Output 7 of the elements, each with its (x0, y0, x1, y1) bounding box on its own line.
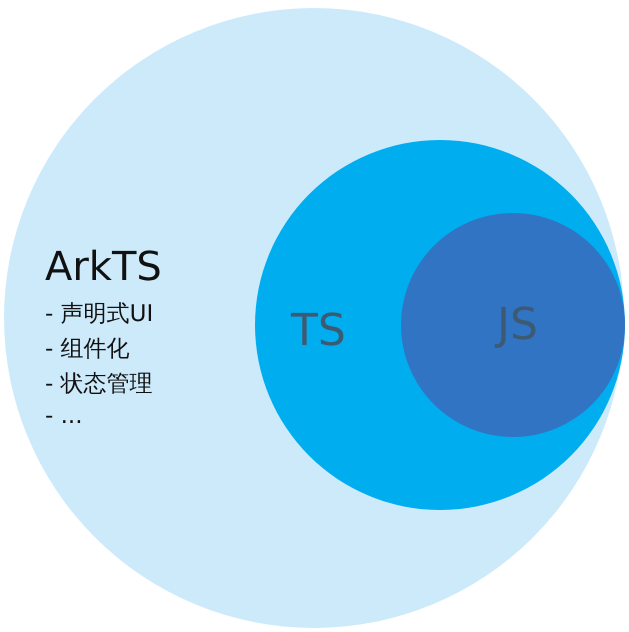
feature-item: - ... (45, 403, 83, 429)
language-label: JS (497, 299, 538, 350)
feature-item: - 声明式UI (45, 300, 154, 329)
feature-item: - 组件化 (45, 335, 130, 364)
title-text: ArkTS (45, 244, 162, 290)
language-label: TS (291, 305, 346, 356)
feature-item: - 状态管理 (45, 370, 153, 399)
